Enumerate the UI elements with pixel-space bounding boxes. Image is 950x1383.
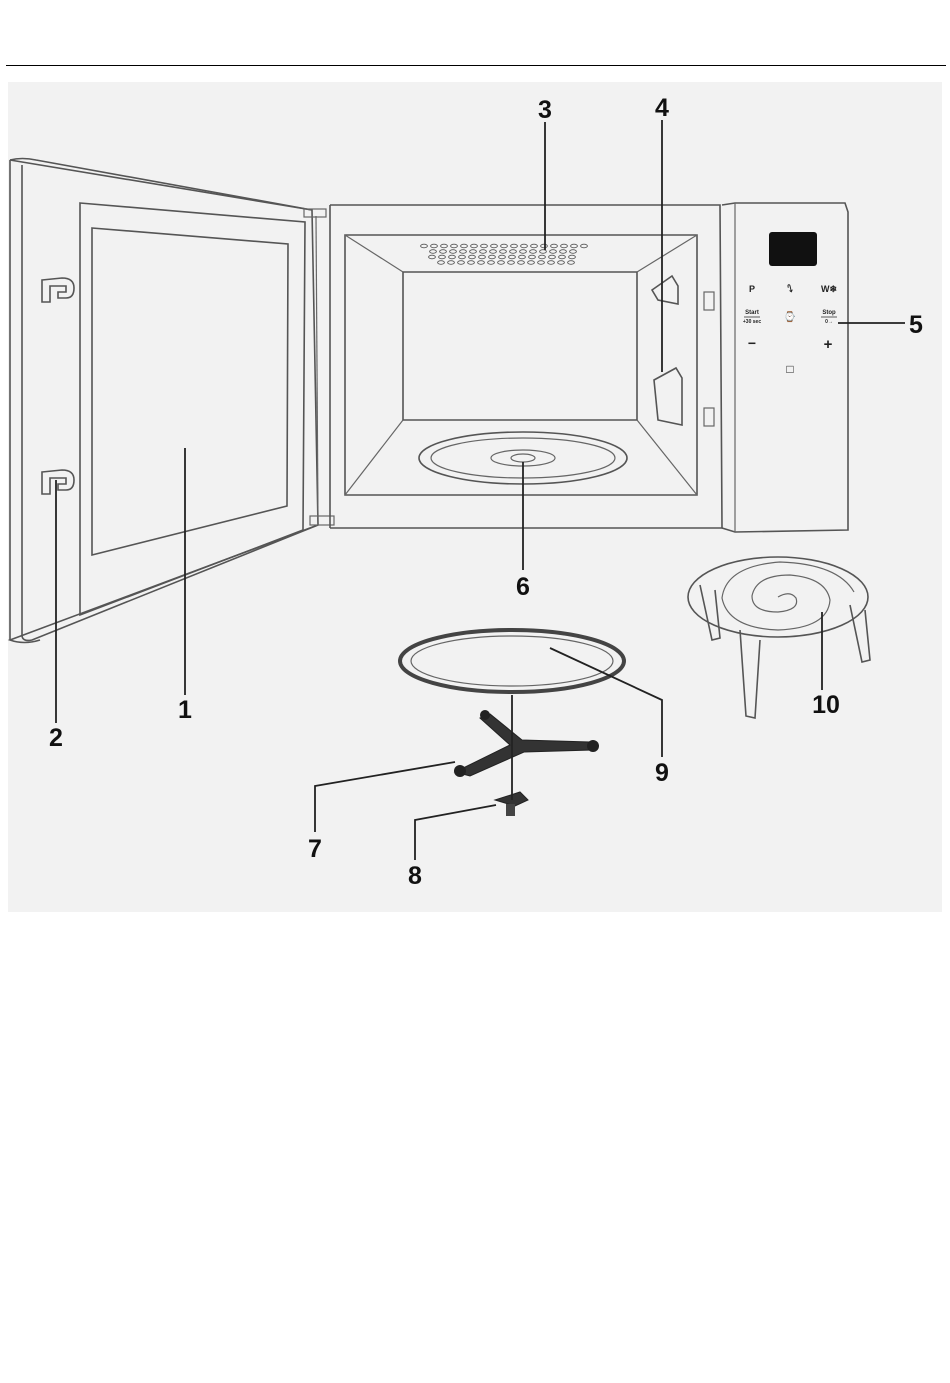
vent-hole [529,255,536,259]
vent-hole [449,255,456,259]
vent-hole [471,244,478,248]
vent-hole [528,261,535,265]
vent-hole [458,261,465,265]
callout-10: 10 [812,691,840,719]
button-power: P [749,284,755,294]
vent-hole [429,255,436,259]
vent-hole [490,250,497,254]
vent-hole [500,250,507,254]
callout-labels: 1 2 3 4 5 6 7 8 9 10 [49,94,923,890]
vent-hole [480,250,487,254]
callout-7: 7 [308,835,322,863]
grill-rack [688,557,870,718]
vent-hole [510,250,517,254]
vent-hole [460,250,467,254]
vent-hole [501,244,508,248]
callout-1: 1 [178,696,192,724]
roller-ring [454,710,599,777]
button-weight-defrost: W❄ [821,284,837,294]
vent-hole [538,261,545,265]
vent-hole [431,244,438,248]
vent-hole [508,261,515,265]
vent-hole [450,250,457,254]
vent-hole [530,250,537,254]
vent-hole [511,244,518,248]
waveguide-cover-upper [652,276,678,304]
door [10,159,334,643]
vent-hole [459,255,466,259]
button-start-sub: +30 sec [743,319,761,325]
callout-8: 8 [408,862,422,890]
vent-hole [481,244,488,248]
control-panel [722,203,848,532]
button-combi: □ [786,362,793,376]
vent-hole [430,250,437,254]
vent-hole [561,244,568,248]
vent-hole [581,244,588,248]
callout-2: 2 [49,724,63,752]
vent-holes [421,244,588,266]
vent-hole [470,250,477,254]
vent-hole [560,250,567,254]
vent-hole [548,261,555,265]
vent-hole [531,244,538,248]
button-stop-sub: 0→ [825,319,833,325]
vent-hole [568,261,575,265]
vent-hole [489,255,496,259]
vent-hole [439,255,446,259]
button-stop: Stop [822,310,836,316]
button-plus: + [824,336,833,353]
callout-4: 4 [655,94,669,122]
vent-hole [509,255,516,259]
vent-hole [421,244,428,248]
vent-hole [550,250,557,254]
vent-hole [520,250,527,254]
control-panel-buttons: P ⭛ W❄ Start +30 sec ⌚ Stop 0→ − + □ [743,284,837,376]
vent-hole [521,244,528,248]
door-window [92,228,288,555]
button-grill: ⭛ [787,284,793,295]
vent-hole [491,244,498,248]
callout-3: 3 [538,96,552,124]
vent-hole [479,255,486,259]
vent-hole [519,255,526,259]
vent-hole [498,261,505,265]
vent-hole [571,244,578,248]
vent-hole [440,250,447,254]
leader-lines [56,120,905,860]
callout-6: 6 [516,573,530,601]
vent-hole [558,261,565,265]
vent-hole [549,255,556,259]
vent-hole [551,244,558,248]
vent-hole [448,261,455,265]
door-hooks [42,278,74,494]
vent-hole [468,261,475,265]
glass-tray [400,630,624,692]
vent-hole [541,244,548,248]
vent-hole [569,255,576,259]
vent-hole [488,261,495,265]
vent-hole [518,261,525,265]
button-clock: ⌚ [784,310,796,323]
vent-hole [438,261,445,265]
vent-hole [441,244,448,248]
vent-hole [570,250,577,254]
vent-hole [559,255,566,259]
vent-hole [539,255,546,259]
callout-5: 5 [909,311,923,339]
vent-hole [499,255,506,259]
display-screen [769,232,817,266]
button-start: Start [745,310,759,316]
callout-9: 9 [655,759,669,787]
button-minus: − [748,335,756,351]
vent-hole [540,250,547,254]
vent-hole [469,255,476,259]
vent-hole [451,244,458,248]
vent-hole [478,261,485,265]
vent-hole [461,244,468,248]
oven-body [330,205,722,528]
waveguide-cover [654,368,682,425]
